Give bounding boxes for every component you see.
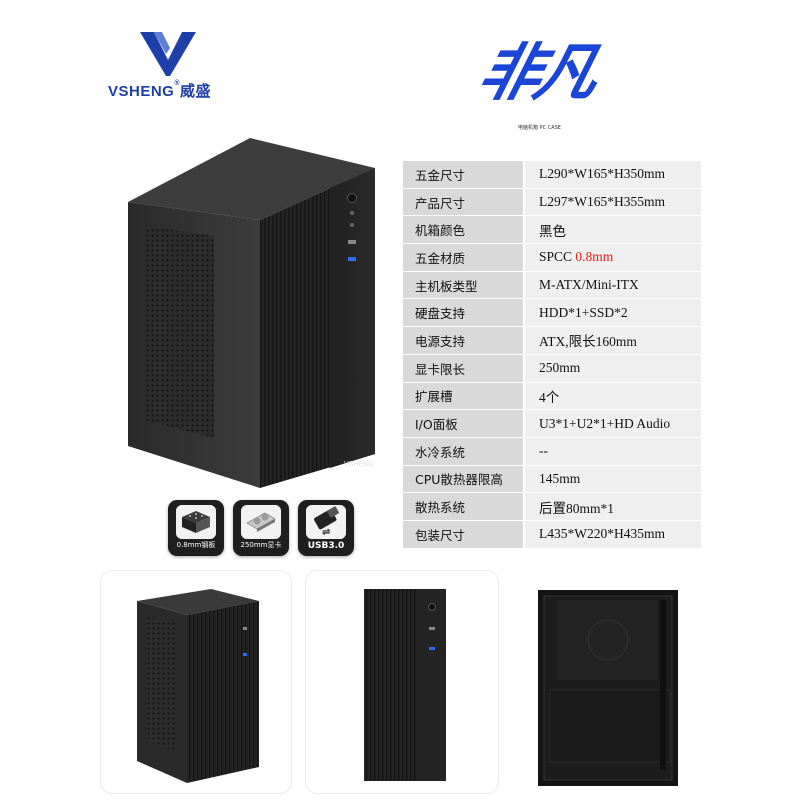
- spec-value: HDD*1+SSD*2: [524, 298, 703, 328]
- brand-name: VSHENG: [108, 83, 175, 100]
- gallery-card-interior: [510, 570, 700, 792]
- spec-value-text: --: [539, 443, 548, 459]
- spec-key: 五金材质: [403, 243, 525, 272]
- spec-table: 五金尺寸 L290*W165*H350mm 产品尺寸 L297*W165*H355mm…: [403, 161, 703, 549]
- spec-value-text: 黑色: [539, 223, 566, 239]
- badge-label: 250mm显卡: [240, 541, 282, 549]
- spec-value: 后置80mm*1: [524, 492, 703, 521]
- spec-value-text: L290*W165*H350mm: [539, 166, 665, 182]
- spec-row: 包装尺寸 L435*W220*H435mm: [403, 520, 703, 549]
- spec-key: 五金尺寸: [403, 161, 525, 189]
- feature-badge-usb: ⇌ USB3.0: [298, 500, 354, 556]
- spec-key: 产品尺寸: [403, 188, 525, 217]
- spec-key: 水冷系统: [403, 437, 525, 466]
- series-title-text: 非凡: [471, 36, 602, 109]
- spec-value: 4个: [524, 382, 703, 411]
- badge-label: 0.8mm钢板: [176, 541, 216, 549]
- spec-row: 主机板类型 M-ATX/Mini-ITX: [403, 271, 703, 300]
- spec-value: M-ATX/Mini-ITX: [524, 271, 703, 300]
- spec-key: 显卡限长: [403, 354, 525, 383]
- feature-badge-steel: 0.8mm钢板: [168, 500, 224, 556]
- spec-key: 机箱颜色: [403, 215, 525, 245]
- spec-value: 250mm: [524, 354, 703, 383]
- spec-row: 扩展槽 4个: [403, 382, 703, 411]
- gallery-card-front: [305, 570, 499, 794]
- spec-value-text: HDD*1+SSD*2: [539, 304, 628, 320]
- spec-value-highlight: 0.8mm: [575, 249, 614, 265]
- spec-row: 硬盘支持 HDD*1+SSD*2: [403, 298, 703, 328]
- spec-value: SPCC 0.8mm: [524, 243, 703, 272]
- brand-name-cn: 威盛: [180, 83, 212, 100]
- spec-row: 五金尺寸 L290*W165*H350mm: [403, 161, 703, 189]
- spec-key: 散热系统: [403, 492, 525, 521]
- brand-registered-mark: ®: [174, 80, 181, 87]
- spec-value-text: L435*W220*H435mm: [539, 526, 665, 542]
- spec-value: 145mm: [524, 465, 703, 494]
- spec-value: L290*W165*H350mm: [524, 161, 703, 189]
- spec-value-text: 250mm: [539, 360, 581, 376]
- feature-badge-gpu: 250mm显卡: [233, 500, 289, 556]
- svg-text:⇌: ⇌: [322, 527, 330, 538]
- spec-key: 主机板类型: [403, 271, 525, 300]
- graphics-card-icon: [241, 505, 281, 539]
- pc-case-main-image: VSHENG: [128, 138, 375, 488]
- spec-key: 包装尺寸: [403, 520, 525, 549]
- series-tagline: 电脑机箱 PC CASE: [518, 125, 561, 131]
- spec-value: U3*1+U2*1+HD Audio: [524, 409, 703, 438]
- spec-row: 产品尺寸 L297*W165*H355mm: [403, 188, 703, 217]
- spec-row: 机箱颜色黑色: [403, 215, 703, 245]
- spec-value-text: M-ATX/Mini-ITX: [539, 277, 639, 293]
- spec-row: 显卡限长 250mm: [403, 354, 703, 383]
- spec-key: 扩展槽: [403, 382, 525, 411]
- spec-row: 散热系统后置80mm*1: [403, 492, 703, 521]
- spec-value: L297*W165*H355mm: [524, 188, 703, 217]
- spec-row: CPU散热器限高 145mm: [403, 465, 703, 494]
- pc-case-front-image: [364, 589, 446, 781]
- case-front-label: VSHENG: [344, 461, 374, 468]
- spec-value-text: 145mm: [539, 470, 581, 486]
- vsheng-logo-mark: [140, 32, 196, 76]
- spec-row: 电源支持 ATX,限长160mm: [403, 326, 703, 355]
- pc-case-angled-image: [137, 589, 259, 783]
- spec-value-text: L297*W165*H355mm: [539, 194, 665, 210]
- steel-plate-icon: [176, 505, 216, 539]
- spec-key: CPU散热器限高: [403, 465, 525, 494]
- brand-wordmark: VSHENG®威盛: [108, 80, 211, 101]
- spec-row: 水冷系统 --: [403, 437, 703, 466]
- spec-table-body: 五金尺寸 L290*W165*H350mm 产品尺寸 L297*W165*H355mm…: [403, 161, 703, 549]
- spec-value: ATX,限长160mm: [524, 326, 703, 355]
- spec-value-text: U3*1+U2*1+HD Audio: [539, 415, 671, 431]
- usb-icon: ⇌: [306, 505, 346, 539]
- spec-key: I/O面板: [403, 409, 525, 438]
- pc-case-interior-image: [538, 590, 678, 786]
- spec-value-text: SPCC: [539, 249, 576, 265]
- spec-value: L435*W220*H435mm: [524, 520, 703, 549]
- badge-label: USB3.0: [307, 541, 345, 551]
- spec-value-text: 4个: [539, 389, 560, 405]
- spec-key: 硬盘支持: [403, 298, 525, 328]
- spec-value: 黑色: [524, 215, 703, 245]
- spec-value: --: [524, 437, 703, 466]
- gallery-card-angled: [100, 570, 292, 794]
- spec-row: I/O面板 U3*1+U2*1+HD Audio: [403, 409, 703, 438]
- spec-key: 电源支持: [403, 326, 525, 355]
- series-title: 非凡 电脑机箱 PC CASE: [471, 34, 612, 132]
- spec-value-text: ATX,限长160mm: [539, 334, 637, 350]
- spec-value-text: 后置80mm*1: [539, 500, 615, 516]
